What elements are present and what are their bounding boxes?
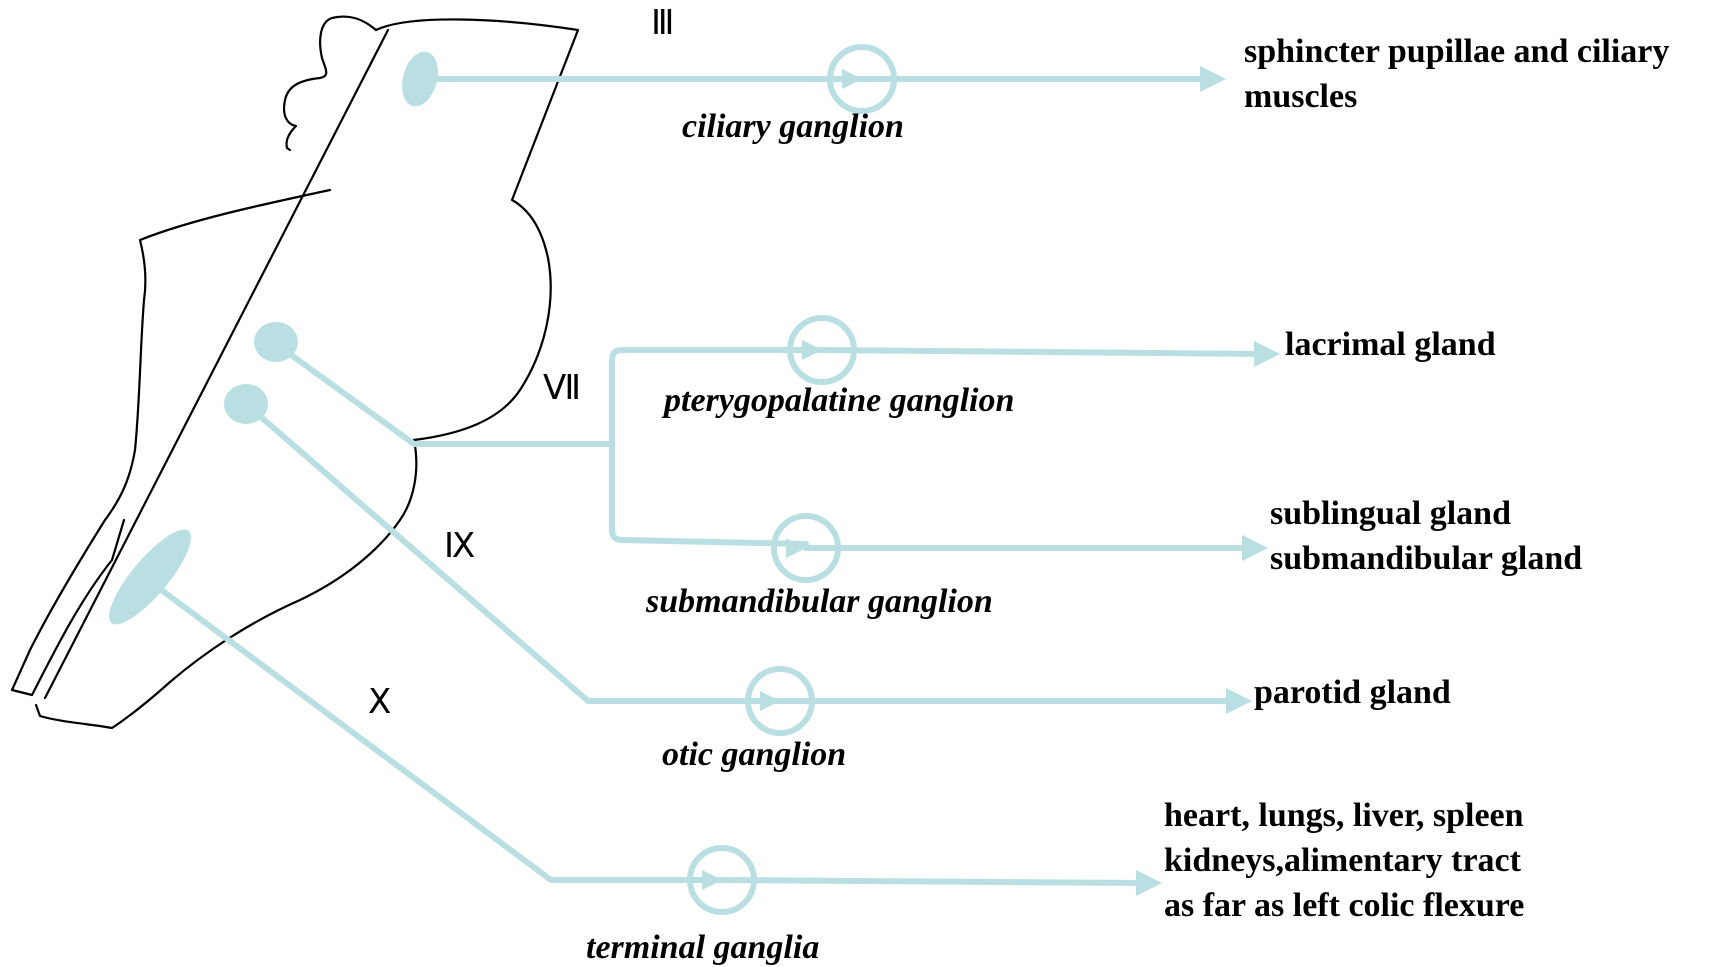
cn7b-target-line-2: submandibular gland bbox=[1270, 540, 1583, 577]
cn7a-postganglionic bbox=[819, 347, 1265, 357]
cn9-label: Ⅸ bbox=[444, 528, 476, 565]
cn9-arrow bbox=[1226, 688, 1252, 714]
brainstem-ventral-contour bbox=[10, 188, 332, 697]
terminal-ganglia-label: terminal ganglia bbox=[586, 929, 820, 966]
cn10-postganglionic bbox=[719, 877, 1147, 886]
cn10-arrow bbox=[1136, 870, 1162, 896]
pterygopalatine-ganglion-label: pterygopalatine ganglion bbox=[664, 382, 1015, 419]
cn10-label: Ⅹ bbox=[368, 684, 392, 721]
ciliary-ganglion-arrow bbox=[842, 69, 862, 89]
submandibular-ganglion-arrow bbox=[786, 538, 806, 558]
cn7b-target-line-1: sublingual gland bbox=[1270, 495, 1511, 532]
cn10-target-line-1: heart, lungs, liver, spleen bbox=[1164, 797, 1524, 834]
cn3-nucleus bbox=[402, 51, 438, 107]
cn3-target-line-2: muscles bbox=[1244, 78, 1358, 115]
ganglia bbox=[687, 44, 897, 915]
cn7-preganglionic bbox=[273, 341, 825, 547]
cn9-preganglionic bbox=[243, 401, 783, 704]
nuclei bbox=[109, 51, 438, 625]
ciliary-ganglion-label: ciliary ganglion bbox=[682, 108, 904, 145]
cn7a-arrow bbox=[1254, 341, 1280, 367]
brainstem-left-contour bbox=[43, 15, 390, 700]
cn9-target: parotid gland bbox=[1254, 674, 1451, 711]
cn10-target-line-2: kidneys,alimentary tract bbox=[1164, 842, 1521, 879]
ciliary-ganglion-node bbox=[827, 44, 897, 114]
otic-ganglion-arrow bbox=[760, 691, 780, 711]
brainstem-right-contour bbox=[34, 18, 580, 730]
terminal-ganglia-arrow bbox=[702, 870, 722, 890]
cn3-target-line-1: sphincter pupillae and ciliary bbox=[1244, 33, 1670, 70]
brainstem-outline bbox=[10, 15, 580, 730]
cn10-target-line-3: as far as left colic flexure bbox=[1164, 887, 1525, 924]
cn7-label: Ⅶ bbox=[543, 370, 582, 407]
cn10-nucleus bbox=[109, 529, 191, 625]
terminal-ganglia-node bbox=[687, 845, 757, 915]
cn9-nucleus bbox=[224, 384, 268, 424]
pterygopalatine-ganglion-node bbox=[787, 315, 857, 385]
submandibular-ganglion-label: submandibular ganglion bbox=[646, 583, 993, 620]
cn3-arrow bbox=[1200, 66, 1226, 92]
cn7a-target: lacrimal gland bbox=[1285, 326, 1496, 363]
cn10-preganglionic bbox=[153, 583, 725, 883]
submandibular-ganglion-node bbox=[771, 513, 841, 583]
otic-ganglion-node bbox=[745, 666, 815, 736]
cn7b-arrow bbox=[1242, 535, 1268, 561]
otic-ganglion-label: otic ganglion bbox=[662, 736, 847, 773]
cn7-nucleus bbox=[254, 322, 298, 362]
cn3-label: Ⅲ bbox=[651, 5, 675, 42]
nerve-pathways bbox=[153, 66, 1280, 896]
pterygopalatine-ganglion-arrow bbox=[802, 340, 822, 360]
